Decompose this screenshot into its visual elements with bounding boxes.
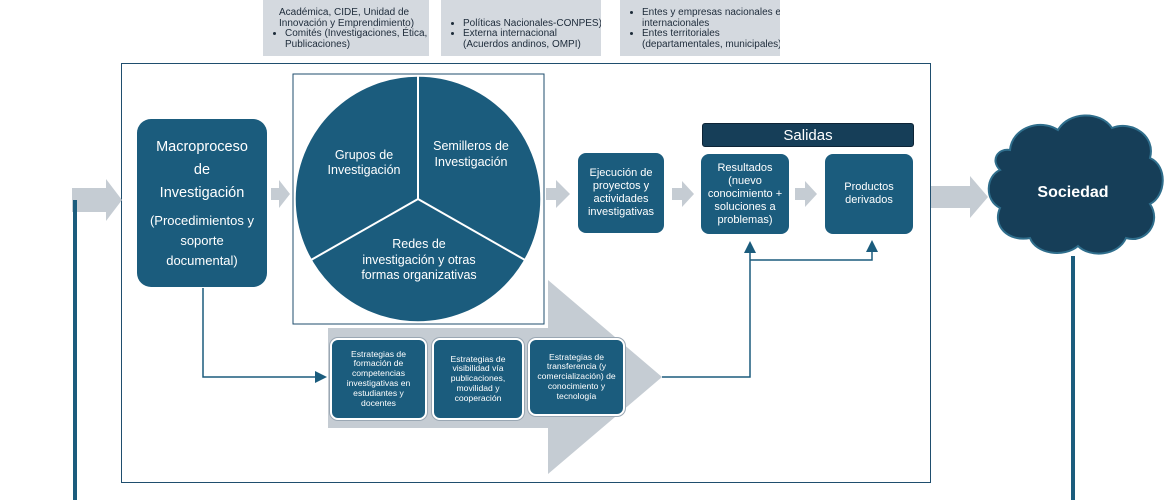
arrow-macro-circle (271, 180, 290, 208)
macroproceso-subtitle: (Procedimientos y soporte documental) (149, 212, 255, 268)
sociedad-label: Sociedad (1037, 184, 1109, 201)
top-box-3-item: Entes y empresas nacionales e internacio… (642, 7, 780, 29)
estrategia-transferencia-box: Estrategias de transferencia (y comercia… (528, 338, 625, 416)
segment-redes-label: Redes de investigación y otras formas or… (361, 237, 477, 282)
arrow-to-sociedad (931, 176, 988, 218)
macroproceso-title-3: Investigación (159, 184, 245, 201)
sociedad-cloud (987, 114, 1164, 255)
top-box-3: Entes y empresas nacionales e internacio… (620, 0, 780, 56)
arrow-ejecucion-resultados (672, 181, 694, 207)
connector-resultados-productos (750, 240, 878, 261)
arrow-circle-ejecucion (546, 180, 570, 208)
macroproceso-title-2: de (193, 161, 211, 178)
productos-box: Productos derivados (825, 154, 913, 234)
connector-estrategias-resultados (662, 241, 756, 378)
input-arrow (72, 179, 122, 221)
estrategia-formacion-box: Estrategias de formación de competencias… (330, 338, 427, 420)
estrategia-visibilidad-label: Estrategias de visibilidad vía publicaci… (450, 353, 506, 403)
top-box-2-item: Externa internacional (Acuerdos andinos,… (463, 28, 601, 50)
estrategia-transferencia-label: Estrategias de transferencia (y comercia… (537, 351, 616, 401)
estrategia-formacion-label: Estrategias de formación de competencias… (346, 348, 411, 408)
resultados-label: Resultados (nuevo conocimiento + solucio… (707, 161, 783, 226)
top-box-2: Políticas Nacionales-CONPES) Externa int… (441, 0, 601, 56)
top-box-1: Académica, CIDE, Unidad de Innovación y … (263, 0, 429, 56)
main-frame (121, 63, 931, 483)
resultados-box: Resultados (nuevo conocimiento + solucio… (701, 154, 789, 234)
macroproceso-title-1: Macroproceso (156, 138, 248, 155)
top-box-1-item: Académica, CIDE, Unidad de Innovación y … (279, 7, 415, 29)
macroproceso-box: Macroproceso de Investigación (Procedimi… (137, 119, 267, 287)
segment-semilleros-label: Semilleros de Investigación (433, 139, 509, 169)
segment-grupos-label: Grupos de Investigación (327, 148, 401, 177)
productos-label: Productos derivados (844, 181, 894, 206)
salidas-header: Salidas (702, 123, 914, 147)
ejecucion-label: Ejecución de proyectos y actividades inv… (587, 167, 655, 218)
arrow-resultados-productos (795, 181, 817, 207)
connector-macro-estrategias (202, 288, 327, 383)
salidas-label: Salidas (783, 126, 833, 144)
top-box-3-item: Entes territoriales (departamentales, mu… (642, 28, 780, 50)
estrategia-visibilidad-box: Estrategias de visibilidad vía publicaci… (432, 338, 524, 420)
top-box-1-item: Comités (Investigaciones, Ética, Publica… (285, 28, 429, 50)
top-box-2-item: Políticas Nacionales-CONPES) (463, 18, 601, 30)
ejecucion-box: Ejecución de proyectos y actividades inv… (578, 153, 664, 233)
